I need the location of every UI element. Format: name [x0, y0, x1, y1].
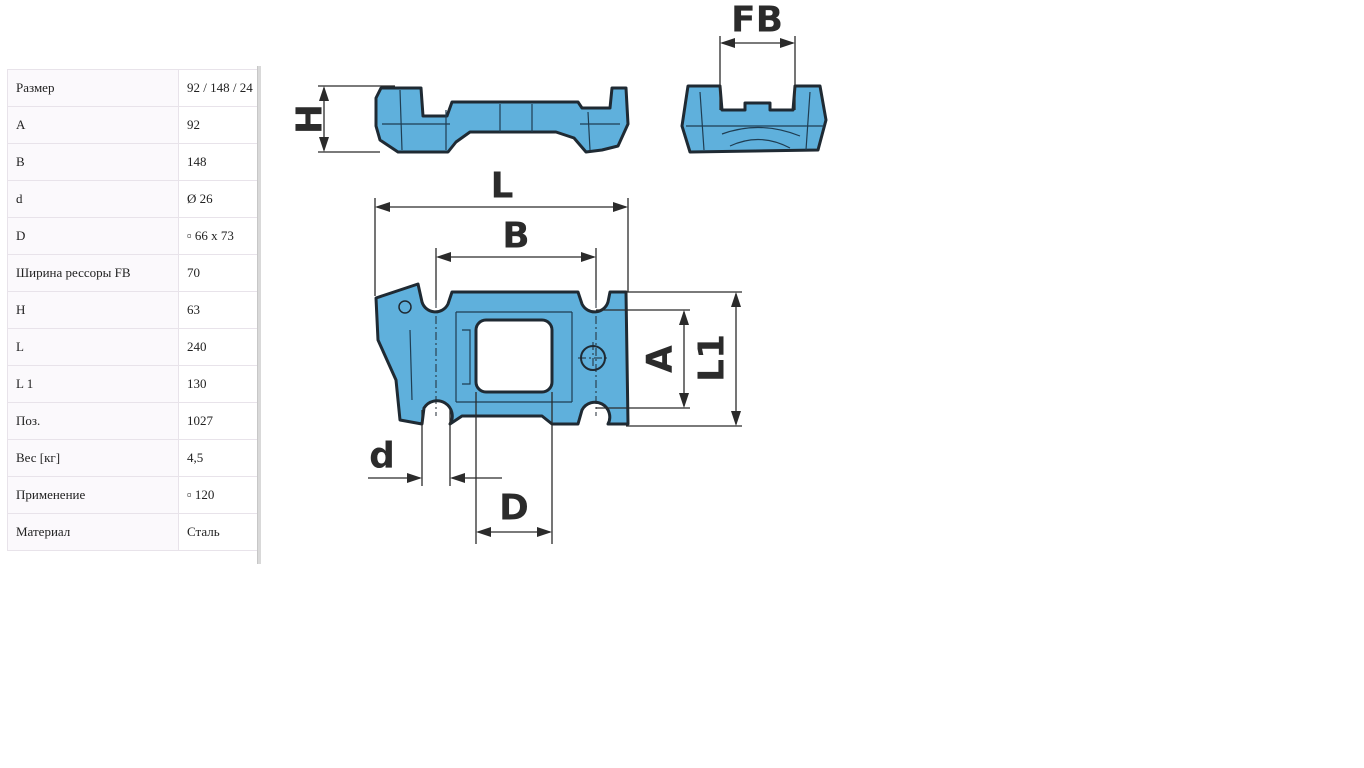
spec-key: Размер [7, 69, 179, 107]
spec-value: 1027 [178, 402, 257, 440]
spec-table-scrollbar[interactable] [257, 66, 261, 564]
dim-label-d-large: D [499, 488, 529, 529]
end-view: FB [680, 0, 828, 154]
spec-key: Вес [кг] [7, 439, 179, 477]
spec-key: Материал [7, 513, 179, 551]
side-view-part [374, 86, 630, 154]
end-view-part [680, 84, 828, 154]
top-view-square-hole [474, 318, 554, 394]
dim-label-h: H [290, 104, 331, 134]
dim-label-fb: FB [731, 0, 783, 41]
spec-value: Ø 26 [178, 180, 257, 218]
spec-row: Применение▫ 120 [7, 476, 257, 514]
top-view: L B A L1 d D [368, 166, 742, 544]
spec-row: D▫ 66 x 73 [7, 217, 257, 255]
spec-value: 63 [178, 291, 257, 329]
dim-label-a: A [640, 345, 681, 373]
dim-label-l1: L1 [692, 334, 733, 382]
spec-value: 240 [178, 328, 257, 366]
spec-key: Ширина рессоры FB [7, 254, 179, 292]
spec-key: L [7, 328, 179, 366]
spec-key: d [7, 180, 179, 218]
spec-key: D [7, 217, 179, 255]
spec-value: 148 [178, 143, 257, 181]
side-view: H [290, 85, 768, 154]
spec-row: Вес [кг]4,5 [7, 439, 257, 477]
dim-label-b: B [502, 216, 529, 257]
spec-value: Сталь [178, 513, 257, 551]
spec-row: Поз.1027 [7, 402, 257, 440]
dim-label-l: L [491, 166, 514, 207]
spec-value: ▫ 120 [178, 476, 257, 514]
spec-value: 4,5 [178, 439, 257, 477]
spec-value: ▫ 66 x 73 [178, 217, 257, 255]
manufacturer-logo-icon [398, 300, 412, 314]
spec-key: L 1 [7, 365, 179, 403]
spec-key: Поз. [7, 402, 179, 440]
spec-key: A [7, 106, 179, 144]
dim-label-d-small: d [369, 436, 395, 477]
spec-value: 130 [178, 365, 257, 403]
spec-value: 70 [178, 254, 257, 292]
